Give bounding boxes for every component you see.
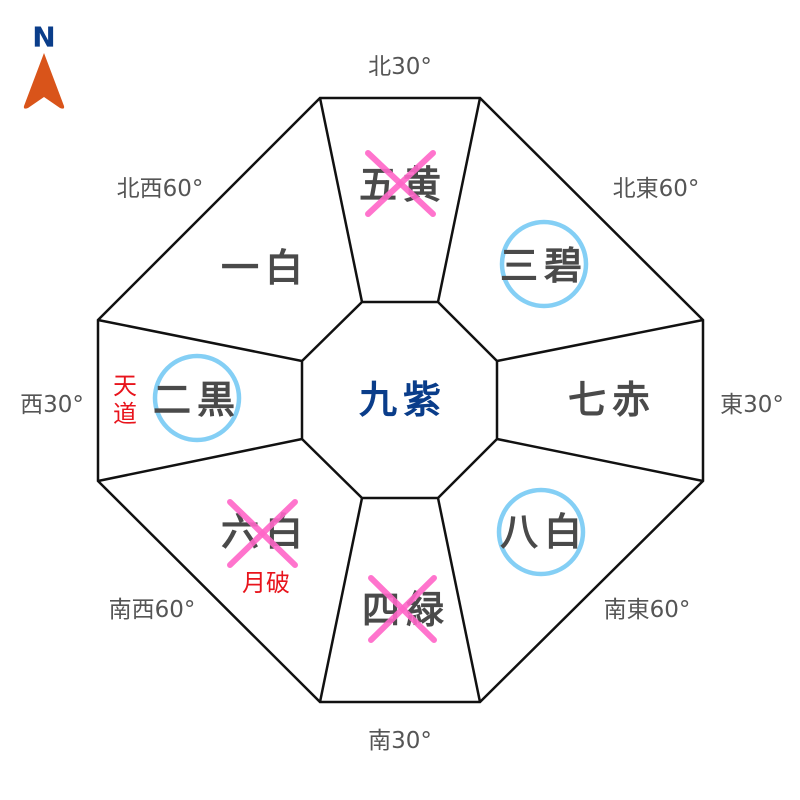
north-arrow-icon <box>23 53 65 109</box>
direction-labels: 北30° 北東60° 東30° 南東60° 南30° 南西60° 西30° 北西… <box>20 54 784 754</box>
star-southeast: 八白 <box>500 510 588 554</box>
board-lines <box>96 96 705 704</box>
divider <box>436 497 482 703</box>
cross-mark-southwest <box>227 499 298 568</box>
star-west: 二黒 <box>153 378 241 422</box>
north-letter: N <box>32 21 55 54</box>
geppa-label: 月破 <box>242 569 290 597</box>
tendo-label-2: 道 <box>113 400 137 428</box>
star-northwest: 一白 <box>221 246 309 290</box>
divider <box>97 318 303 363</box>
divider <box>318 97 364 303</box>
direction-southwest: 南西60° <box>109 597 196 623</box>
stars: 九紫 五黄 三碧 七赤 八白 四緑 六白 二黒 一白 <box>153 163 656 632</box>
divider <box>496 437 704 483</box>
tendo-label-1: 天 <box>113 372 137 400</box>
notes: 天 道 月破 <box>113 372 290 597</box>
direction-northeast: 北東60° <box>613 176 700 202</box>
direction-north: 北30° <box>368 54 432 80</box>
direction-south: 南30° <box>368 728 432 754</box>
cross-marks <box>227 150 437 643</box>
star-center: 九紫 <box>359 378 447 422</box>
star-northeast: 三碧 <box>500 244 588 288</box>
direction-southeast: 南東60° <box>604 597 691 623</box>
north-compass: N <box>23 21 65 109</box>
cross-mark-north <box>365 150 436 217</box>
divider <box>496 318 704 363</box>
circle-marks <box>152 219 589 577</box>
divider <box>436 97 482 303</box>
direction-east: 東30° <box>720 392 784 418</box>
star-east: 七赤 <box>568 378 656 422</box>
direction-northwest: 北西60° <box>117 176 204 202</box>
direction-west: 西30° <box>20 392 84 418</box>
lucky-circle-northeast <box>499 219 589 309</box>
divider <box>318 497 364 703</box>
lucky-circle-west <box>152 353 242 443</box>
divider <box>97 437 303 483</box>
cross-mark-south <box>368 575 437 643</box>
lucky-circle-southeast <box>496 487 586 577</box>
